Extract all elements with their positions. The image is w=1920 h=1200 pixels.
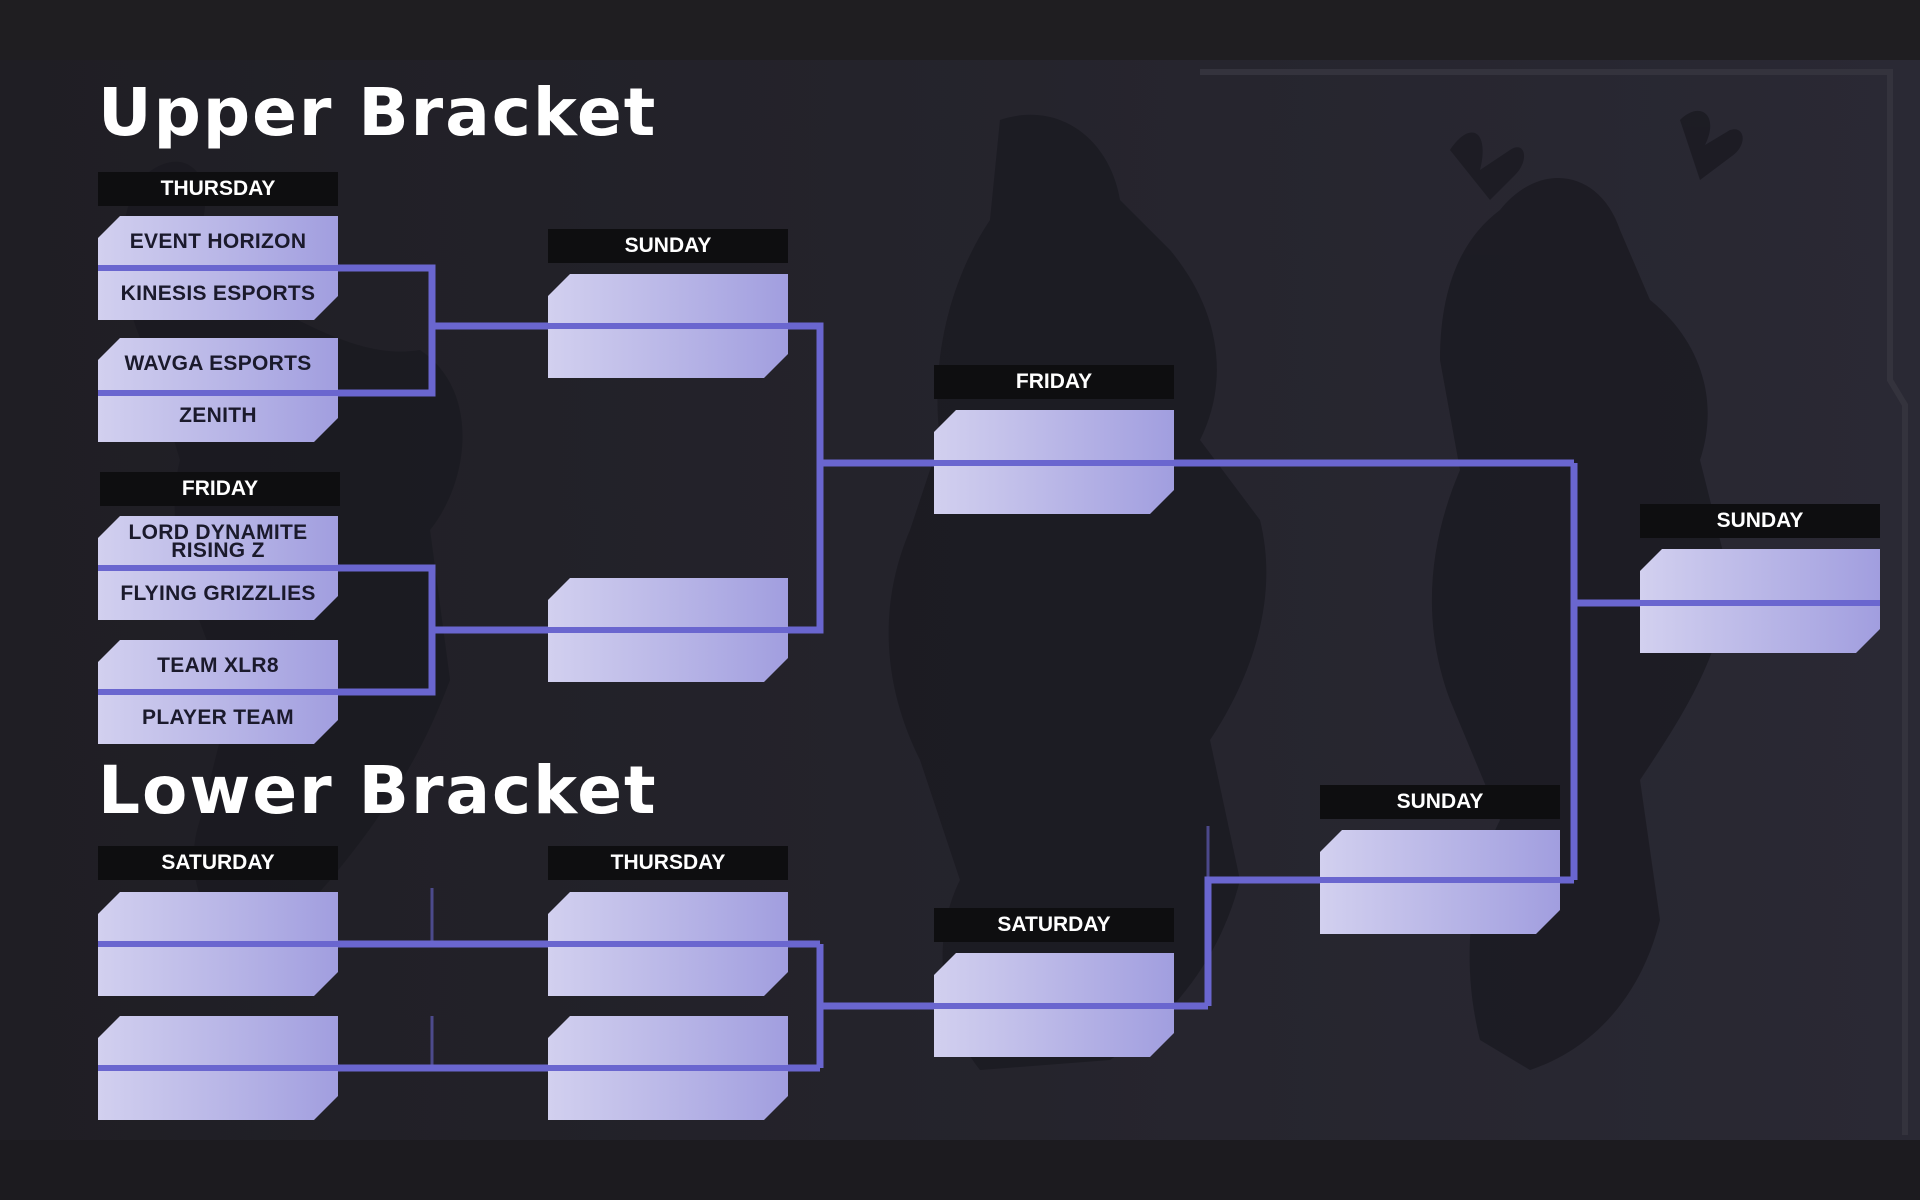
match-slot-empty[interactable] [548, 892, 788, 996]
match-slot[interactable]: TEAM XLR8 PLAYER TEAM [98, 640, 338, 744]
panel-frame [1200, 69, 1908, 1135]
upper-final-day-header: FRIDAY [934, 365, 1174, 399]
match-slot-empty[interactable] [548, 578, 788, 682]
team-slot[interactable]: LORD DYNAMITE RISING Z [98, 516, 338, 568]
lower-final-day-header: SUNDAY [1320, 785, 1560, 819]
match-slot[interactable]: LORD DYNAMITE RISING Z FLYING GRIZZLIES [98, 516, 338, 620]
match-slot-empty[interactable] [548, 1016, 788, 1120]
team-name: TEAM XLR8 [157, 654, 279, 677]
upper-round1-day-header-1: THURSDAY [98, 172, 338, 206]
lower-round1-day-header: SATURDAY [98, 846, 338, 880]
match-slot-empty[interactable] [1320, 830, 1560, 934]
match-slot[interactable]: WAVGA ESPORTS ZENITH [98, 338, 338, 442]
match-slot-empty[interactable] [548, 274, 788, 378]
team-slot[interactable]: TEAM XLR8 [98, 640, 338, 692]
team-slot[interactable]: WAVGA ESPORTS [98, 338, 338, 390]
upper-round2-day-header: SUNDAY [548, 229, 788, 263]
lower-bracket-title: Lower Bracket [98, 752, 658, 829]
team-name: ZENITH [179, 404, 257, 427]
top-band [0, 0, 1920, 60]
team-slot[interactable]: KINESIS ESPORTS [98, 268, 338, 320]
match-slot-empty[interactable] [98, 892, 338, 996]
team-slot[interactable]: FLYING GRIZZLIES [98, 568, 338, 620]
lower-round2-day-header: THURSDAY [548, 846, 788, 880]
lower-round3-day-header: SATURDAY [934, 908, 1174, 942]
match-slot-empty[interactable] [1640, 549, 1880, 653]
upper-bracket-title: Upper Bracket [98, 74, 658, 151]
team-name: KINESIS ESPORTS [120, 282, 316, 305]
team-name: FLYING GRIZZLIES [120, 582, 316, 605]
team-slot[interactable]: ZENITH [98, 390, 338, 442]
match-slot[interactable]: EVENT HORIZON KINESIS ESPORTS [98, 216, 338, 320]
team-name: PLAYER TEAM [142, 706, 294, 729]
upper-round1-day-header-2: FRIDAY [100, 472, 340, 506]
team-slot[interactable]: EVENT HORIZON [98, 216, 338, 268]
match-slot-empty[interactable] [98, 1016, 338, 1120]
team-slot[interactable]: PLAYER TEAM [98, 692, 338, 744]
bottom-band [0, 1140, 1920, 1200]
grand-final-day-header: SUNDAY [1640, 504, 1880, 538]
team-name: EVENT HORIZON [129, 230, 307, 253]
match-slot-empty[interactable] [934, 953, 1174, 1057]
match-slot-empty[interactable] [934, 410, 1174, 514]
team-name: WAVGA ESPORTS [124, 352, 312, 375]
team-name: LORD DYNAMITE RISING Z [128, 521, 308, 562]
